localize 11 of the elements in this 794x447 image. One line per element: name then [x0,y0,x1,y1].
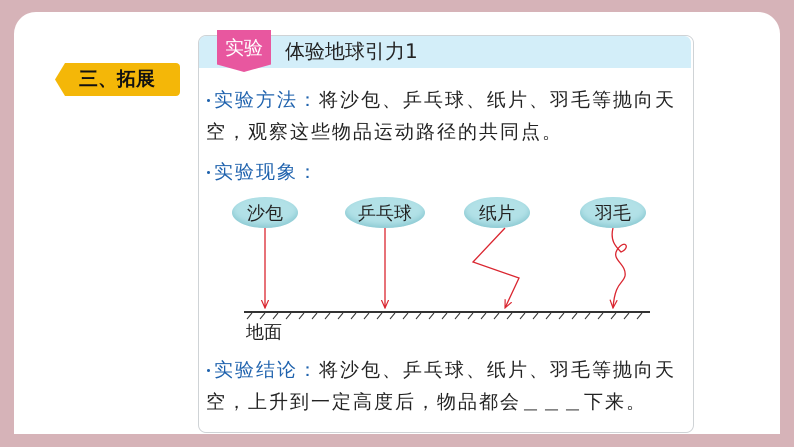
arrow [610,228,627,309]
paragraph: 实验方法：将沙包、乒乓球、纸片、羽毛等抛向天空，观察这些物品运动路径的共同点。 [206,84,686,148]
paragraph: 实验结论：将沙包、乒乓球、纸片、羽毛等抛向天空，上升到一定高度后，物品都会＿＿＿下来。 [206,354,686,418]
arrow [472,228,520,309]
section-tag: 三、拓展 [55,63,180,96]
arrow [260,228,270,309]
title: 体验地球引力1 [285,38,418,65]
arrow [380,228,390,309]
experiment-badge: 实验 [217,30,271,72]
paragraph: 实验现象： [206,156,686,188]
ground-label: 地面 [246,321,282,344]
